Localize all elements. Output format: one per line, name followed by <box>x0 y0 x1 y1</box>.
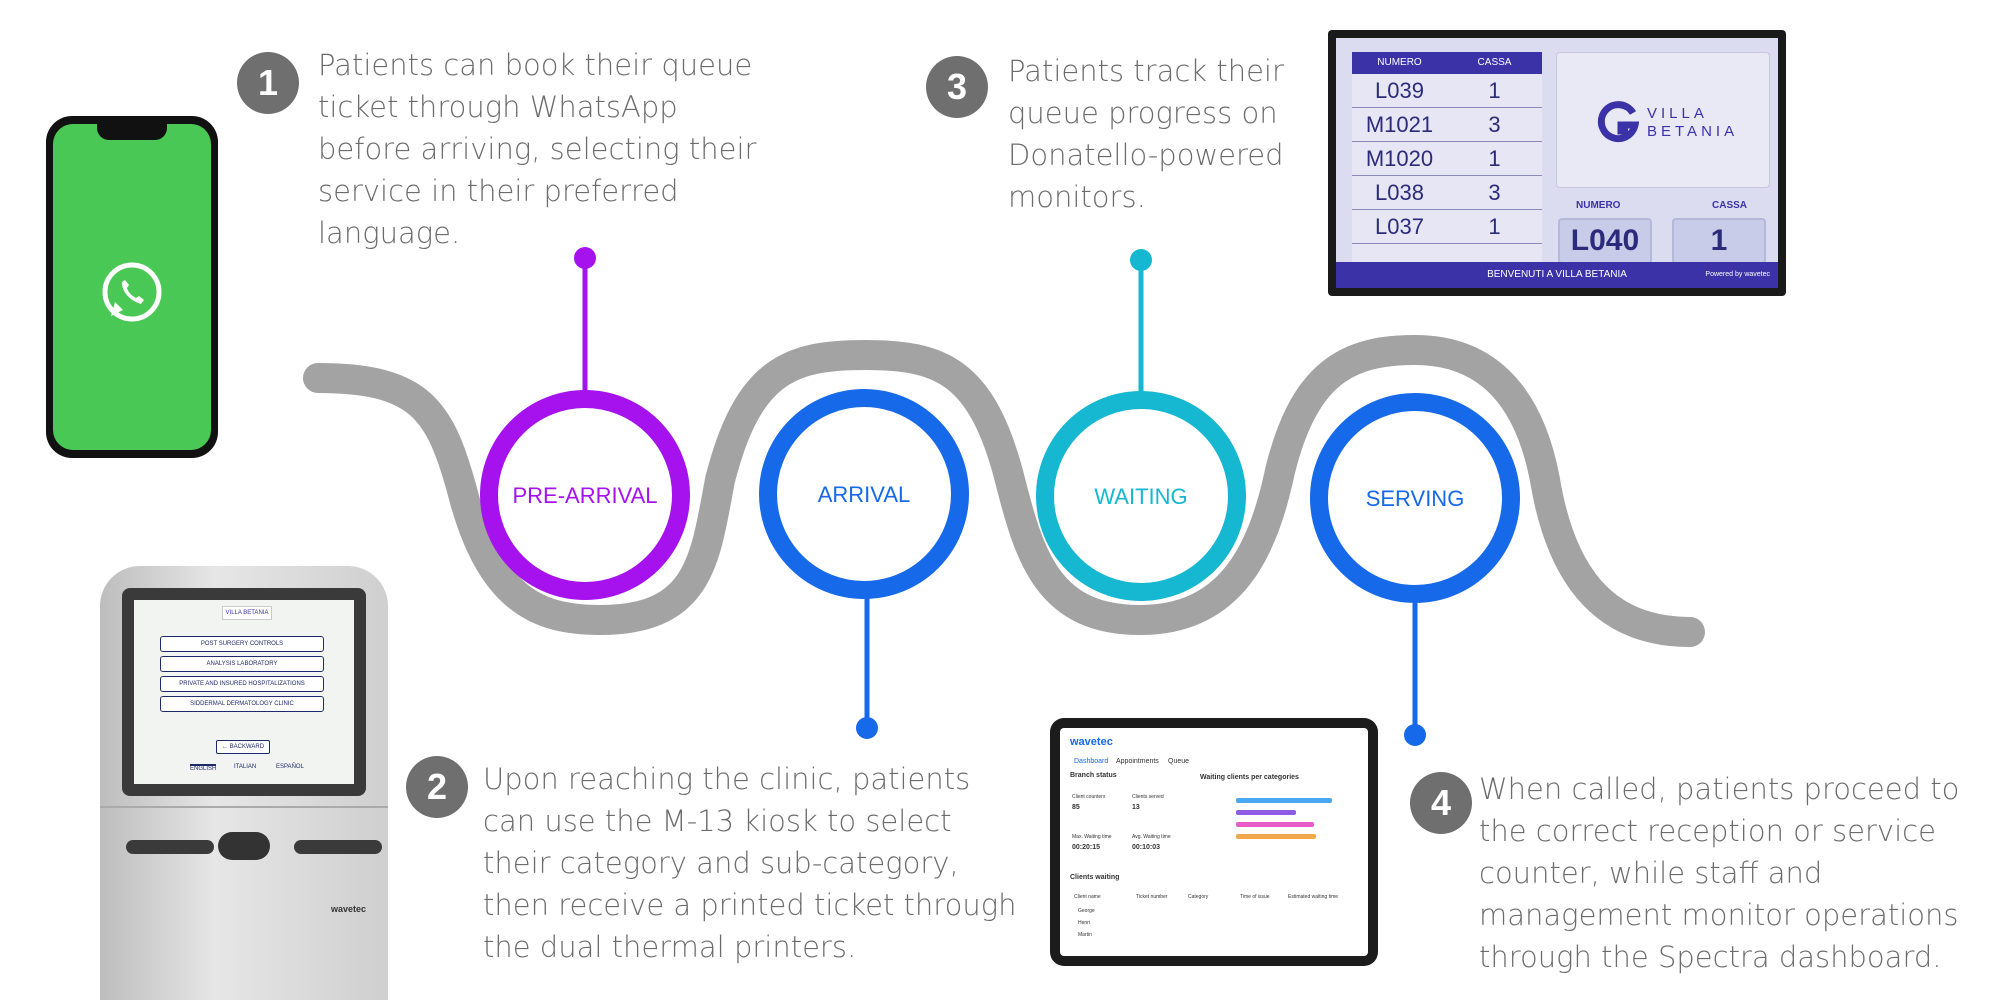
connector-dot-arrival <box>856 717 878 739</box>
villa-betania-logo-icon <box>1597 101 1639 143</box>
kiosk-divider <box>100 806 388 808</box>
metric-value: 00:10:03 <box>1132 844 1161 851</box>
connector-dot-waiting <box>1130 249 1152 271</box>
table-row: Martin <box>1078 932 1092 938</box>
kiosk-printer-slot-right <box>294 840 382 854</box>
monitor-footer-text: BENVENUTI A VILLA BETANIA <box>1487 269 1627 280</box>
dashboard-brand: wavetec <box>1070 736 1113 748</box>
dashboard-bar <box>1236 822 1314 827</box>
dashboard-branch-status: Branch status <box>1070 772 1117 779</box>
kiosk-screen-bezel: VILLA BETANIA POST SURGERY CONTROLS ANAL… <box>122 588 366 796</box>
dashboard-tab-appointments[interactable]: Appointments <box>1116 758 1159 765</box>
dashboard-bar <box>1236 810 1296 815</box>
monitor-current-cassa-label: CASSA <box>1712 200 1748 211</box>
stage-label-serving: SERVING <box>1366 486 1465 511</box>
kiosk-back-button[interactable]: ← BACKWARD <box>216 740 270 754</box>
metric-value: 13 <box>1132 804 1140 811</box>
metric-label: Client counters <box>1072 794 1106 800</box>
kiosk-device: VILLA BETANIA POST SURGERY CONTROLS ANAL… <box>100 566 388 1000</box>
metric-value: 00:20:15 <box>1072 844 1101 851</box>
metric-label: Clients served <box>1132 794 1164 800</box>
kiosk-option[interactable]: POST SURGERY CONTROLS <box>160 636 324 652</box>
dashboard-bar <box>1236 798 1332 803</box>
step-3-text: Patients track their queue progress on D… <box>1008 54 1284 214</box>
kiosk-option[interactable]: ANALYSIS LABORATORY <box>160 656 324 672</box>
dashboard-tab-queue[interactable]: Queue <box>1168 758 1190 765</box>
stage-circle-serving <box>1310 393 1520 603</box>
monitor-current-numero-label: NUMERO <box>1576 200 1621 211</box>
kiosk-option[interactable]: PRIVATE AND INSURED HOSPITALIZATIONS <box>160 676 324 692</box>
table-header: Category <box>1188 894 1209 900</box>
kiosk-brand: VILLA BETANIA <box>222 606 272 620</box>
kiosk-keypad-icon <box>218 832 270 860</box>
kiosk-maker-logo: wavetec <box>330 904 366 914</box>
stage-label-arrival: ARRIVAL <box>818 482 911 507</box>
table-row: Henri <box>1078 920 1090 926</box>
whatsapp-icon <box>102 262 162 322</box>
monitor-powered-by: Powered by wavetec <box>1705 271 1770 278</box>
table-row: George <box>1078 908 1095 914</box>
metric-label: Max. Waiting time <box>1072 834 1112 840</box>
monitor-table-header: NUMERO CASSA <box>1352 52 1542 74</box>
phone-device <box>46 116 218 458</box>
dashboard-waiting-title: Waiting clients per categories <box>1200 774 1299 781</box>
monitor-brand-line2: BETANIA <box>1647 123 1739 140</box>
stage-label-pre-arrival: PRE-ARRIVAL <box>512 483 657 508</box>
monitor-brand-line1: VILLA <box>1647 105 1708 122</box>
step-4-text: When called, patients proceed to the cor… <box>1479 772 1960 974</box>
step-2-badge: 2 <box>406 756 468 818</box>
kiosk-printer-slot-left <box>126 840 214 854</box>
kiosk-language-english[interactable]: ENGLISH <box>190 764 217 772</box>
kiosk-back-label: BACKWARD <box>229 744 265 750</box>
dashboard-clients-waiting: Clients waiting <box>1070 874 1120 881</box>
back-arrow-icon: ← <box>221 744 230 750</box>
metric-label: Avg. Waiting time <box>1132 834 1171 840</box>
metric-value: 85 <box>1072 804 1080 811</box>
step-1-text: Patients can book their queue ticket thr… <box>318 48 757 250</box>
monitor-col-cassa: CASSA <box>1477 57 1512 68</box>
monitor-brand-panel: VILLA BETANIA <box>1556 52 1770 188</box>
dashboard-tab-dashboard[interactable]: Dashboard <box>1074 758 1109 765</box>
stage-circle-waiting <box>1036 391 1246 601</box>
kiosk-option[interactable]: SIDDERMAL DERMATOLOGY CLINIC <box>160 696 324 712</box>
kiosk-language-italian[interactable]: ITALIAN <box>234 764 257 770</box>
journey-path <box>303 334 1705 647</box>
stage-circle-arrival <box>759 389 969 599</box>
phone-notch <box>97 124 167 140</box>
stage-circle-pre-arrival <box>480 390 690 600</box>
kiosk-language-espanol[interactable]: ESPAÑOL <box>276 764 304 770</box>
connector-dot-serving <box>1404 724 1426 746</box>
stage-label-waiting: WAITING <box>1094 484 1187 509</box>
step-3-badge: 3 <box>926 56 988 118</box>
connector-dot-pre-arrival <box>574 247 596 269</box>
table-header: Estimated waiting time <box>1288 894 1339 900</box>
tablet-device: wavetec Dashboard Appointments Queue Bra… <box>1050 718 1378 966</box>
table-header: Ticket number <box>1136 894 1168 900</box>
phone-screen <box>53 124 211 450</box>
step-4-badge: 4 <box>1410 772 1472 834</box>
step-1-badge: 1 <box>237 52 299 114</box>
step-2-text: Upon reaching the clinic, patients can u… <box>483 762 1017 964</box>
kiosk-screen: VILLA BETANIA POST SURGERY CONTROLS ANAL… <box>134 600 354 784</box>
monitor-col-numero: NUMERO <box>1377 57 1422 68</box>
monitor-current-numero: L040 <box>1558 218 1652 264</box>
tablet-screen: wavetec Dashboard Appointments Queue Bra… <box>1060 728 1368 956</box>
dashboard-bar <box>1236 834 1316 839</box>
monitor-footer: BENVENUTI A VILLA BETANIA Powered by wav… <box>1336 262 1778 288</box>
table-header: Time of issue <box>1240 894 1270 900</box>
monitor-current-cassa: 1 <box>1672 218 1766 264</box>
table-header: Client name <box>1074 894 1101 900</box>
